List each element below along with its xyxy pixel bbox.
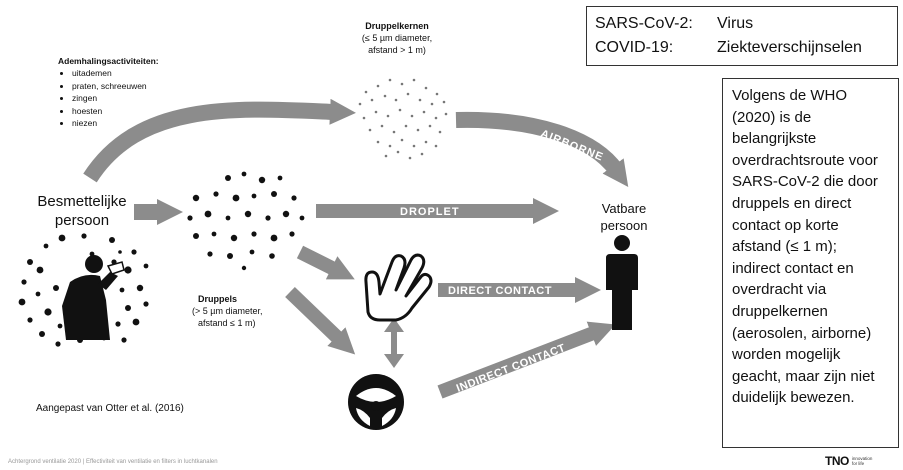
druppels-label: Druppels (> 5 µm diameter, afstand ≤ 1 m… bbox=[180, 293, 290, 329]
source-person-label: Besmettelijke persoon bbox=[22, 192, 142, 230]
citation: Aangepast van Otter et al. (2016) bbox=[36, 403, 184, 414]
footer-text: Achtergrond ventilatie 2020 | Effectivit… bbox=[8, 459, 218, 465]
druppelkernen-title: Druppelkernen bbox=[365, 21, 429, 31]
activity-item: uitademen bbox=[72, 67, 159, 80]
arrow-indirect-contact bbox=[437, 321, 616, 399]
activity-item: niezen bbox=[72, 117, 159, 130]
logo-brand: TNO bbox=[825, 454, 849, 468]
who-note-text: Volgens de WHO (2020) is de belangrijkst… bbox=[732, 87, 878, 407]
steering-wheel-icon bbox=[348, 374, 404, 430]
definition-meaning: Virus bbox=[717, 15, 754, 32]
druppelkernen-detail: afstand > 1 m) bbox=[368, 45, 426, 55]
druppelkernen-label: Druppelkernen (≤ 5 µm diameter, afstand … bbox=[342, 20, 452, 56]
druppelkernen-detail: (≤ 5 µm diameter, bbox=[361, 33, 433, 43]
druppels-title: Druppels bbox=[198, 294, 238, 304]
definition-term: SARS-CoV-2: bbox=[595, 15, 693, 32]
target-person-line: Vatbare bbox=[601, 201, 647, 216]
label-indirect-contact: INDIRECT CONTACT bbox=[455, 342, 568, 395]
target-person-line: persoon bbox=[600, 218, 648, 233]
definition-row: COVID-19: Ziekteverschijnselen bbox=[595, 36, 889, 60]
druppels-detail: afstand ≤ 1 m) bbox=[198, 318, 256, 328]
double-arrow-hand-wheel bbox=[384, 318, 404, 368]
definition-meaning: Ziekteverschijnselen bbox=[717, 39, 862, 56]
arrow-droplets-to-hand bbox=[296, 245, 355, 280]
logo-tagline-line: innovation bbox=[851, 456, 873, 461]
arrow-droplets-to-wheel bbox=[285, 286, 356, 355]
label-direct-contact: DIRECT CONTACT bbox=[448, 285, 552, 297]
activities-block: Ademhalingsactiviteiten: uitademen prate… bbox=[58, 55, 159, 130]
arrow-source-to-kernels bbox=[83, 98, 356, 183]
aerosol-cloud bbox=[358, 78, 448, 160]
susceptible-person-icon bbox=[606, 235, 638, 330]
source-person-line: persoon bbox=[54, 212, 110, 229]
activity-item: hoesten bbox=[72, 105, 159, 118]
logo-tagline: innovation for life bbox=[852, 456, 873, 466]
hand-icon bbox=[364, 253, 433, 322]
druppels-detail: (> 5 µm diameter, bbox=[192, 306, 263, 316]
definition-term: COVID-19: bbox=[595, 39, 674, 56]
who-note-box: Volgens de WHO (2020) is de belangrijkst… bbox=[722, 78, 899, 448]
infected-person-icon bbox=[18, 233, 149, 347]
label-droplet: DROPLET bbox=[400, 206, 460, 218]
arrow-airborne bbox=[455, 111, 629, 188]
definition-row: SARS-CoV-2: Virus bbox=[595, 12, 889, 36]
source-person-line: Besmettelijke bbox=[37, 193, 127, 210]
activity-item: zingen bbox=[72, 92, 159, 105]
target-person-label: Vatbare persoon bbox=[580, 200, 668, 234]
droplet-cloud bbox=[187, 171, 305, 271]
activity-item: praten, schreeuwen bbox=[72, 80, 159, 93]
logo-tagline-line: for life bbox=[851, 461, 865, 466]
definitions-box: SARS-CoV-2: Virus COVID-19: Ziekteversch… bbox=[586, 6, 898, 66]
activities-list: uitademen praten, schreeuwen zingen hoes… bbox=[58, 67, 159, 130]
tno-logo: TNO innovation for life bbox=[825, 454, 872, 468]
activities-title: Ademhalingsactiviteiten: bbox=[58, 56, 159, 66]
